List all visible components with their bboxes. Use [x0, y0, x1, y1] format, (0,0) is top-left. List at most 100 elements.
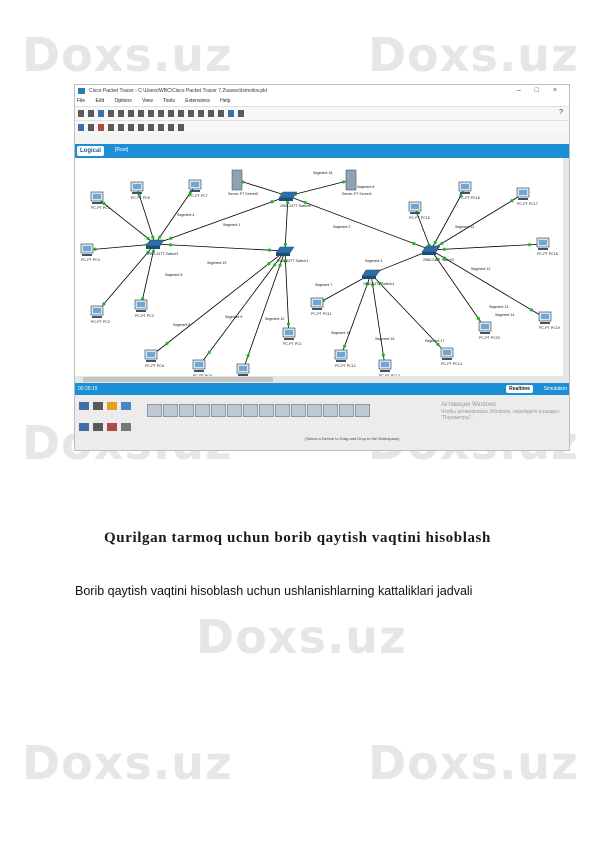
menu-file[interactable]: File	[77, 98, 86, 104]
select-icon[interactable]	[78, 124, 84, 131]
switches-icon[interactable]	[79, 423, 89, 431]
device-model-icon[interactable]	[147, 404, 162, 417]
menu-extensions[interactable]: Extensions	[185, 98, 210, 104]
link-cable[interactable]	[154, 243, 286, 252]
device-model-icon[interactable]	[163, 404, 178, 417]
zoom-reset-icon[interactable]	[188, 110, 194, 117]
server-icon[interactable]	[231, 169, 243, 191]
device-model-icon[interactable]	[211, 404, 226, 417]
link-cable[interactable]	[96, 197, 156, 245]
copy-icon[interactable]	[138, 110, 144, 117]
pc-screen	[147, 352, 155, 357]
device-model-icon[interactable]	[195, 404, 210, 417]
link-cable[interactable]	[150, 250, 286, 357]
freeform-icon[interactable]	[158, 124, 164, 131]
delete-icon[interactable]	[98, 124, 104, 131]
link-cable[interactable]	[236, 179, 289, 197]
connections-icon[interactable]	[107, 402, 117, 410]
paste-icon[interactable]	[148, 110, 154, 117]
simulation-button[interactable]: Simulation	[543, 386, 567, 392]
device-model-icon[interactable]	[291, 404, 306, 417]
device-model-icon[interactable]	[307, 404, 322, 417]
link-cable[interactable]	[287, 179, 352, 197]
link-cable[interactable]	[198, 250, 286, 367]
device-model-icon[interactable]	[275, 404, 290, 417]
link-cable[interactable]	[430, 193, 524, 251]
hubs-icon[interactable]	[93, 423, 103, 431]
view-icon[interactable]	[228, 110, 234, 117]
link-cable[interactable]	[287, 195, 432, 251]
realtime-button[interactable]: Realtime	[506, 385, 533, 393]
switch-icon[interactable]	[275, 246, 295, 254]
end-devices-icon[interactable]	[93, 402, 103, 410]
device-model-icon[interactable]	[259, 404, 274, 417]
menu-view[interactable]: View	[142, 98, 153, 104]
rectangle-icon[interactable]	[138, 124, 144, 131]
window-controls[interactable]: – □ ×	[516, 87, 563, 94]
link-cable[interactable]	[154, 185, 196, 245]
security-icon[interactable]	[121, 423, 131, 431]
simple-pdu-icon[interactable]	[168, 124, 174, 131]
menu-edit[interactable]: Edit	[95, 98, 105, 104]
draw-line-icon[interactable]	[128, 124, 134, 131]
network-devices-icon[interactable]	[79, 402, 89, 410]
scrollbar-thumb[interactable]	[83, 377, 273, 382]
device-model-icon[interactable]	[355, 404, 370, 417]
device-model-icon[interactable]	[243, 404, 258, 417]
link-cable[interactable]	[430, 187, 466, 251]
menu-help[interactable]: Help	[220, 98, 231, 104]
menu-tools[interactable]: Tools	[163, 98, 175, 104]
inspect-icon[interactable]	[88, 124, 94, 131]
link-cable[interactable]	[154, 195, 289, 245]
device-model-icon[interactable]	[227, 404, 242, 417]
pc-screen	[83, 246, 91, 251]
link-cable[interactable]	[430, 249, 546, 319]
note-icon[interactable]	[118, 124, 124, 131]
new-file-icon[interactable]	[78, 110, 84, 117]
zoom-in-icon[interactable]	[178, 110, 184, 117]
link-cable[interactable]	[284, 195, 289, 252]
link-cable[interactable]	[430, 249, 486, 329]
device-model-icon[interactable]	[339, 404, 354, 417]
link-cable[interactable]	[414, 207, 432, 251]
open-icon[interactable]	[88, 110, 94, 117]
link-cable[interactable]	[430, 243, 544, 251]
palette-icon[interactable]	[208, 110, 214, 117]
link-cable[interactable]	[140, 243, 156, 307]
switch-icon[interactable]	[421, 245, 441, 253]
link-cable[interactable]	[96, 243, 156, 313]
pdu-icon[interactable]	[238, 110, 244, 117]
zoom-out-icon[interactable]	[198, 110, 204, 117]
link-cable[interactable]	[86, 243, 156, 251]
resize-icon[interactable]	[108, 124, 114, 131]
switch-icon[interactable]	[361, 269, 381, 277]
switch-icon[interactable]	[145, 239, 165, 247]
link-cable[interactable]	[370, 273, 386, 367]
undo-icon[interactable]	[158, 110, 164, 117]
device-model-icon[interactable]	[323, 404, 338, 417]
complex-pdu-icon[interactable]	[178, 124, 184, 131]
tab-logical[interactable]: Logical	[77, 146, 105, 156]
horizontal-scrollbar[interactable]	[75, 376, 569, 383]
save-icon[interactable]	[98, 110, 104, 117]
menu-options[interactable]: Options	[114, 98, 132, 104]
link-cable[interactable]	[340, 273, 372, 357]
device-model-icon[interactable]	[179, 404, 194, 417]
server-icon[interactable]	[345, 169, 357, 191]
link-cable[interactable]	[370, 249, 432, 275]
redo-icon[interactable]	[168, 110, 174, 117]
link-cable[interactable]	[136, 187, 156, 245]
vertical-scrollbar[interactable]	[563, 158, 569, 376]
link-cable[interactable]	[284, 250, 290, 335]
components-icon[interactable]	[121, 402, 131, 410]
help-icon[interactable]: ?	[559, 109, 563, 116]
wizard-icon[interactable]	[128, 110, 134, 117]
custom-device-icon[interactable]	[218, 110, 224, 117]
link-cable[interactable]	[370, 273, 448, 355]
print-icon[interactable]	[108, 110, 114, 117]
link-cable[interactable]	[242, 250, 286, 371]
info-icon[interactable]	[118, 110, 124, 117]
ellipse-icon[interactable]	[148, 124, 154, 131]
wireless-icon[interactable]	[107, 423, 117, 431]
